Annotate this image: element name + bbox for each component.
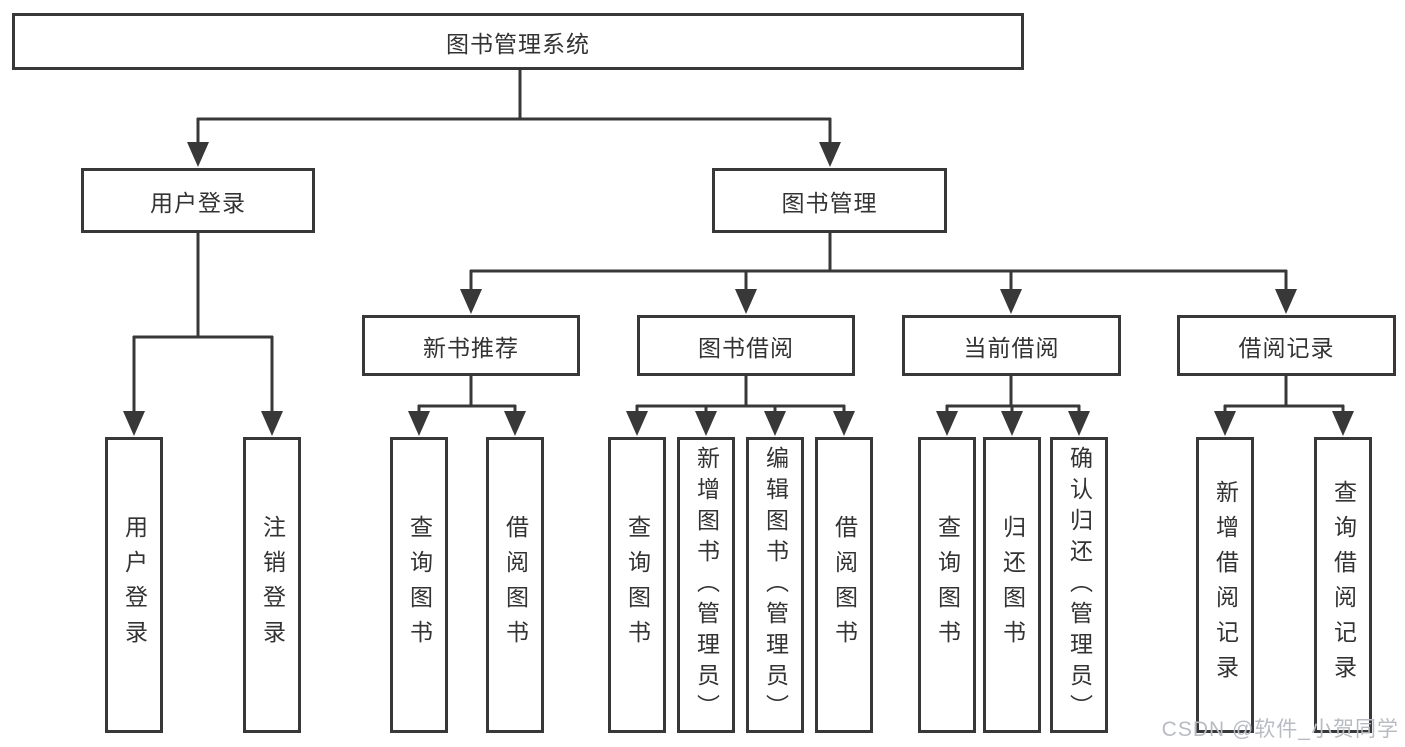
- leaf-current-confirm-return-admin: 确认归还（管理员）: [1050, 437, 1108, 733]
- watermark: CSDN @软件_小贺同学: [1161, 718, 1399, 741]
- leaf-recommend-borrow-books: 借阅图书: [486, 437, 544, 733]
- node-label: 查询图书: [406, 515, 433, 655]
- node-new-book-recommend: 新书推荐: [362, 315, 580, 376]
- node-label: 用户登录: [121, 515, 148, 655]
- arrowhead-icon: [936, 411, 958, 436]
- arrowhead-icon: [460, 289, 482, 314]
- leaf-current-query-books: 查询图书: [918, 437, 976, 733]
- arrowhead-icon: [1214, 411, 1236, 436]
- node-label: 图书管理: [781, 189, 878, 216]
- arrowhead-icon: [123, 411, 145, 436]
- leaf-recommend-query-books: 查询图书: [390, 437, 448, 733]
- node-label: 图书管理系统: [446, 30, 590, 57]
- leaf-borrowing-borrow-books: 借阅图书: [815, 437, 873, 733]
- arrowhead-icon: [764, 411, 786, 436]
- connector-path-new-book-recommend: [417, 376, 517, 415]
- arrowhead-icon: [819, 142, 841, 167]
- arrowhead-icon: [1332, 411, 1354, 436]
- arrowhead-icon: [1001, 411, 1023, 436]
- node-label: 查询图书: [624, 515, 651, 655]
- node-label: 借阅记录: [1238, 334, 1335, 361]
- leaf-logout: 注销登录: [243, 437, 301, 733]
- node-label: 用户登录: [150, 189, 246, 216]
- arrowhead-icon: [408, 411, 430, 436]
- arrowhead-icon: [626, 411, 648, 436]
- node-label: 查询图书: [934, 515, 961, 655]
- connector-path-root: [196, 69, 832, 146]
- connector-path-current-borrowing: [945, 376, 1081, 415]
- arrowhead-icon: [261, 411, 283, 436]
- node-current-borrowing: 当前借阅: [902, 315, 1121, 376]
- leaf-records-add-record: 新增借阅记录: [1196, 437, 1254, 733]
- leaf-records-query-record: 查询借阅记录: [1314, 437, 1372, 733]
- node-label: 确认归还（管理员）: [1066, 445, 1093, 725]
- node-label: 查询借阅记录: [1330, 480, 1357, 690]
- node-label: 新增借阅记录: [1212, 480, 1239, 690]
- arrowhead-icon: [1000, 289, 1022, 314]
- arrowhead-icon: [735, 289, 757, 314]
- connector-path-book-borrowing: [635, 376, 846, 415]
- leaf-current-return-books: 归还图书: [983, 437, 1041, 733]
- node-borrowing-records: 借阅记录: [1177, 315, 1396, 376]
- node-label: 借阅图书: [502, 515, 529, 655]
- node-user-login: 用户登录: [81, 168, 315, 233]
- arrowhead-icon: [1275, 289, 1297, 314]
- node-book-management: 图书管理: [712, 168, 947, 233]
- node-label: 归还图书: [999, 515, 1026, 655]
- node-label: 当前借阅: [963, 334, 1060, 361]
- connector-path-user-login: [132, 233, 274, 415]
- arrowhead-icon: [695, 411, 717, 436]
- arrowhead-icon: [187, 142, 209, 167]
- leaf-borrowing-add-books-admin: 新增图书（管理员）: [677, 437, 735, 733]
- connector-path-borrowing-records: [1223, 376, 1345, 415]
- node-label: 图书借阅: [698, 334, 794, 361]
- leaf-borrowing-edit-books-admin: 编辑图书（管理员）: [746, 437, 804, 733]
- leaf-user-login: 用户登录: [105, 437, 163, 733]
- node-label: 新书推荐: [423, 334, 519, 361]
- arrowhead-icon: [833, 411, 855, 436]
- connector-path-book-management: [469, 233, 1288, 293]
- arrowhead-icon: [504, 411, 526, 436]
- leaf-borrowing-query-books: 查询图书: [608, 437, 666, 733]
- node-label: 编辑图书（管理员）: [762, 445, 789, 725]
- node-label: 新增图书（管理员）: [693, 445, 720, 725]
- node-book-borrowing: 图书借阅: [637, 315, 855, 376]
- arrowhead-icon: [1068, 411, 1090, 436]
- node-root: 图书管理系统: [12, 13, 1024, 70]
- node-label: 注销登录: [259, 515, 286, 655]
- node-label: 借阅图书: [831, 515, 858, 655]
